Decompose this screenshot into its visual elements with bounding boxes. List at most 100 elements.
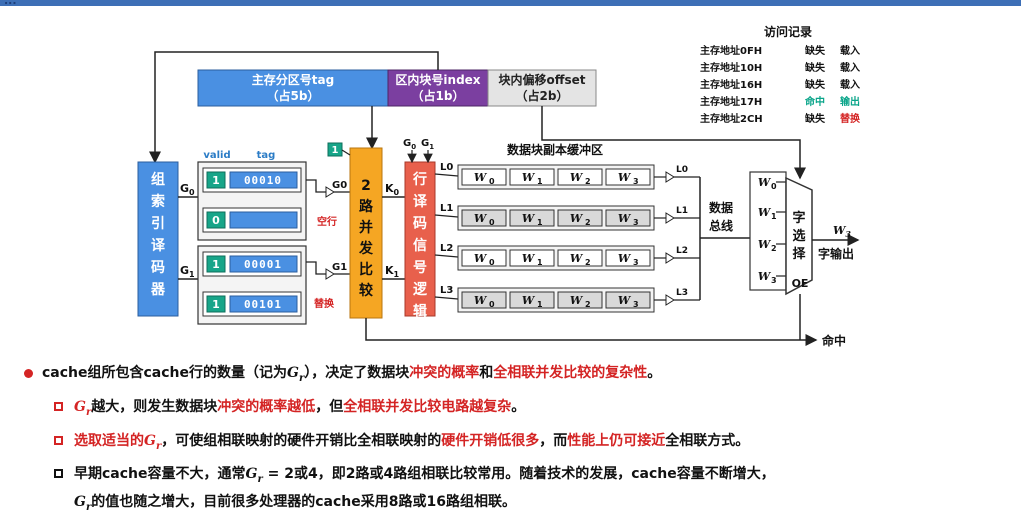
decoder-char: 组 <box>151 171 165 188</box>
oe-label: OE <box>792 277 809 290</box>
log-address: 主存地址2CH <box>700 112 763 125</box>
gr-symbol: Gr <box>287 365 305 384</box>
bullet-text: 选取适当的 <box>74 432 144 449</box>
bullet-2: Gr越大，则发生数据块冲突的概率越低，但全相联并发比较电路越复杂。 <box>20 396 1015 424</box>
line-decoder-char: 辑 <box>413 303 427 320</box>
word-sub: 1 <box>537 300 543 309</box>
word-column <box>749 171 787 291</box>
tag-value: 00101 <box>244 298 282 311</box>
bullet-text: 冲突的概率 <box>409 365 480 381</box>
word-cell <box>509 249 555 267</box>
replace-line-label: 替换 <box>314 297 335 310</box>
k1: K1 <box>385 264 400 279</box>
word-cell <box>509 209 555 227</box>
tag-value: 00010 <box>244 174 282 187</box>
word-label: W <box>522 294 536 307</box>
word-sub: 3 <box>633 177 639 186</box>
word-label: W <box>618 252 632 265</box>
line-label: L1 <box>440 203 453 214</box>
valid-bit-box <box>206 211 226 229</box>
tag-box <box>229 295 298 313</box>
word-sub: 0 <box>489 218 495 227</box>
gr-symbol: Gr <box>74 398 92 418</box>
one-constant-box <box>327 142 343 157</box>
tag-bits: （占5b） <box>267 88 320 103</box>
word-sub: 0 <box>489 300 495 309</box>
word-output-label: 字输出 <box>818 246 854 261</box>
line-select-logic <box>404 161 436 317</box>
line-label: L2 <box>440 243 453 254</box>
word-cell <box>461 209 507 227</box>
word-sub: 1 <box>537 218 543 227</box>
index-field <box>387 69 489 107</box>
word-sub: 2 <box>585 258 591 267</box>
word-cell <box>509 291 555 309</box>
decoder-char: 索 <box>151 193 165 210</box>
buffer-gate-icon <box>665 294 675 306</box>
bullet-text: cache组所包含cache行的数量（记为 <box>42 365 288 381</box>
bullet-text: ，而 <box>539 432 568 449</box>
cache-diagram: 主存分区号tag （占5b） 区内块号index （占1b） 块内偏移offse… <box>137 24 861 348</box>
offset-label: 块内偏移offset <box>499 72 586 87</box>
bullet-text: 全相联方式。 <box>665 432 750 449</box>
bullet-text: 早期cache容量不大，通常 <box>74 466 246 483</box>
word-sub: 2 <box>585 218 591 227</box>
line-out-label: L3 <box>676 288 688 298</box>
bullet-text: 全相联并发比较的复杂性 <box>493 365 648 381</box>
word-label: W <box>618 294 632 307</box>
word-label: W <box>618 171 632 184</box>
valid-bit-box <box>206 295 226 313</box>
tag-box <box>229 211 298 229</box>
square-marker <box>54 469 63 479</box>
bullet-text: = 2或4，即2路或4路组相联比较常用。随着技术的发展，cache容量不断增大， <box>262 466 775 483</box>
tag-value: 00001 <box>244 258 282 271</box>
word-cell <box>605 291 651 309</box>
bullet-text: 性能上仍可接近 <box>567 432 666 449</box>
bullet-text: 越大，则发生数据块 <box>91 398 218 415</box>
line-decoder-char: 译 <box>413 194 428 210</box>
buffer-gate-icon <box>665 171 675 183</box>
word-cell <box>557 249 603 267</box>
gate-label: G1 <box>332 262 347 273</box>
bullet-text: 硬件开销低很多 <box>441 432 540 449</box>
word-sub: 2 <box>585 300 591 309</box>
word-cell <box>557 291 603 309</box>
data-bus-label-2: 总线 <box>709 218 733 233</box>
bullet-dot <box>24 369 33 378</box>
line-out-label: L1 <box>676 206 688 216</box>
line-decoder-char: 码 <box>413 216 427 232</box>
log-action: 载入 <box>840 44 860 57</box>
valid-bit: 1 <box>212 174 220 187</box>
word-label: W <box>474 252 488 265</box>
selector-char: 择 <box>792 246 806 262</box>
log-address: 主存地址17H <box>700 95 762 108</box>
word-label: W <box>570 252 584 265</box>
buffer-icon <box>325 186 335 198</box>
bullet-3: 选取适当的Gr，可使组相联映射的硬件开销比全相联映射的硬件开销低很多，而性能上仍… <box>20 430 1015 458</box>
word-cell <box>557 209 603 227</box>
log-address: 主存地址16H <box>700 78 762 91</box>
word-label: W <box>522 212 536 225</box>
tag-box <box>229 255 298 273</box>
line-wire <box>434 173 459 177</box>
comparator-char: 比 <box>359 261 373 278</box>
decoder-g0: G0 <box>180 182 195 197</box>
square-marker <box>54 435 63 445</box>
comparator-char: 路 <box>359 198 374 215</box>
comparator-char: 2 <box>361 178 371 194</box>
line-decoder-g1: G1 <box>421 138 434 151</box>
word-label: W <box>474 171 488 184</box>
access-log-title: 访问记录 <box>764 24 812 39</box>
line-label: L3 <box>440 285 453 296</box>
valid-bit: 0 <box>212 214 220 227</box>
log-action: 替换 <box>840 112 861 125</box>
gate-label: G0 <box>332 180 347 191</box>
one-wire <box>341 149 351 156</box>
data-bus-label-1: 数据 <box>709 200 733 215</box>
word-cell <box>461 168 507 186</box>
word-cell <box>605 209 651 227</box>
